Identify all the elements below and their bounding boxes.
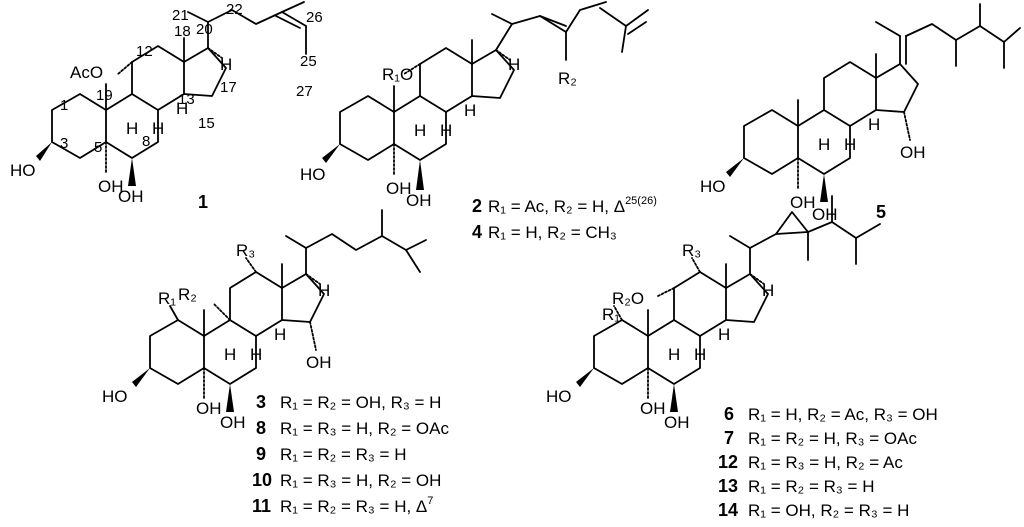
compound-3-id: 3: [256, 392, 266, 412]
compound-9-id: 9: [256, 444, 266, 464]
compound-6-labels: R₂O R₁ R₃ HO OH OH H H H H 6 R₁ = H, R₂ …: [546, 241, 938, 520]
compound-1-h-d: H: [220, 55, 232, 74]
compound-2-skeleton: [322, 1, 649, 190]
compound-7-caption: R₁ = R₂ = H, R₃ = OAc: [748, 429, 917, 448]
compound-5-skeleton: [726, 3, 1021, 202]
atom-num-12: 12: [136, 43, 153, 60]
compound-2-id: 2: [472, 196, 482, 216]
compound-13-id: 13: [718, 476, 738, 496]
compound-2-labels: R₁O R₂ HO OH OH H H H H 2 R₁ = Ac, R₂ = …: [300, 55, 657, 242]
atom-num-21: 21: [172, 7, 189, 24]
compound-10-id: 10: [252, 470, 272, 490]
compound-2-h-a: H: [440, 121, 452, 140]
compound-2-h-c: H: [464, 101, 476, 120]
compound-11-id: 11: [252, 496, 271, 516]
compound-6-id: 6: [724, 404, 734, 424]
atom-num-26: 26: [306, 9, 323, 26]
compound-10-caption: R₁ = R₃ = H, R₂ = OH: [280, 471, 441, 490]
compound-5-oh-15: OH: [900, 143, 926, 162]
compound-8-caption: R₁ = R₃ = H, R₂ = OAc: [280, 419, 449, 438]
atom-num-5: 5: [94, 139, 102, 156]
compound-4-caption: R₁ = H, R₂ = CH₃: [488, 223, 617, 242]
compound-3-r3-label: R₃: [236, 241, 255, 260]
compound-1-id: 1: [198, 192, 208, 212]
compound-1-h-c: H: [176, 99, 188, 118]
compound-5-h-b: H: [818, 135, 830, 154]
atom-num-17: 17: [220, 79, 237, 96]
compound-14-id: 14: [718, 500, 738, 520]
atom-num-8: 8: [142, 133, 150, 150]
compound-3-oh-3: HO: [102, 387, 128, 406]
atom-num-3: 3: [60, 135, 68, 152]
compound-3-h-a: H: [250, 345, 262, 364]
compound-6-h-a: H: [694, 345, 706, 364]
compound-3-oh-5: OH: [196, 399, 222, 418]
compound-1-skeleton: [36, 1, 307, 186]
compound-5-h-c: H: [868, 115, 880, 134]
compound-3-h-c: H: [274, 325, 286, 344]
compound-2-oh-3: HO: [300, 165, 326, 184]
atom-num-20: 20: [196, 21, 213, 38]
compound-2-h-d: H: [508, 55, 520, 74]
atom-num-13: 13: [178, 91, 195, 108]
atom-num-25: 25: [300, 53, 317, 70]
compound-3-skeleton: [132, 209, 427, 412]
compound-1-oh-5: OH: [98, 177, 124, 196]
compound-3-labels: R₁ R₂ R₃ HO OH OH OH H H H H 3 R₁ = R₂ =…: [102, 241, 449, 516]
compound-2-oh-6: OH: [406, 191, 432, 210]
compound-6-caption: R₁ = H, R₂ = Ac, R₃ = OH: [748, 405, 938, 424]
atom-num-15: 15: [198, 115, 215, 132]
atom-num-22: 22: [226, 1, 243, 18]
compound-3-caption: R₁ = R₂ = OH, R₃ = H: [280, 393, 441, 412]
compound-14-caption: R₁ = OH, R₂ = R₃ = H: [748, 501, 909, 520]
compound-2-r1o-label: R₁O: [382, 65, 413, 84]
compound-6-r3-label: R₃: [682, 241, 701, 260]
compound-6-h-b: H: [668, 345, 680, 364]
compound-9-caption: R₁ = R₂ = R₃ = H: [280, 445, 407, 464]
compound-6-oh-3: HO: [546, 387, 572, 406]
compound-3-r2-label: R₂: [178, 285, 197, 304]
compound-2-h-b: H: [414, 121, 426, 140]
compound-6-r2o-label: R₂O: [612, 289, 644, 308]
atom-num-27: 27: [296, 83, 313, 100]
compound-3-oh-15: OH: [306, 353, 332, 372]
compound-5-labels: HO OH OH OH H H H 5: [700, 115, 926, 224]
compound-1-h-a: H: [152, 119, 164, 138]
atom-num-1: 1: [60, 97, 68, 114]
compound-3-r1-label: R₁: [158, 289, 176, 308]
compound-7-id: 7: [724, 428, 734, 448]
compound-12-caption: R₁ = R₃ = H, R₂ = Ac: [748, 453, 903, 472]
compound-2-oh-5: OH: [386, 179, 412, 198]
compound-5-oh-6: OH: [812, 205, 838, 224]
compound-6-oh-5: OH: [640, 399, 666, 418]
compound-6-oh-6: OH: [664, 413, 690, 432]
compound-2-caption: R₁ = Ac, R₂ = H, Δ25(26): [488, 195, 657, 216]
compound-6-h-d: H: [762, 281, 774, 300]
compound-4-id: 4: [472, 222, 482, 242]
compound-5-oh-5: OH: [790, 193, 816, 212]
compound-1-aco-label: AcO: [70, 63, 103, 82]
compound-11-caption: R₁ = R₂ = R₃ = H, Δ7: [280, 495, 433, 516]
compound-5-h-a: H: [844, 135, 856, 154]
compound-3-h-d: H: [318, 281, 330, 300]
compound-1-h-b: H: [126, 119, 138, 138]
compound-5-id: 5: [876, 202, 886, 222]
compound-12-id: 12: [718, 452, 738, 472]
compound-3-h-b: H: [224, 345, 236, 364]
compound-1-labels: AcO HO OH OH H H H H 1 3 5 8 12 13 15 17…: [10, 1, 323, 212]
compound-3-oh-6: OH: [220, 413, 246, 432]
compound-6-r1-label: R₁: [602, 305, 620, 324]
atom-num-18: 18: [174, 23, 191, 40]
compound-5-oh-3: HO: [700, 177, 726, 196]
compound-8-id: 8: [256, 418, 266, 438]
compound-2-r2-label: R₂: [558, 69, 577, 88]
compound-6-h-c: H: [718, 325, 730, 344]
compound-1-oh-3: HO: [10, 161, 36, 180]
compound-6-skeleton: [576, 195, 881, 412]
compound-1-oh-6: OH: [118, 187, 144, 206]
atom-num-19: 19: [96, 87, 113, 104]
compound-13-caption: R₁ = R₂ = R₃ = H: [748, 477, 875, 496]
